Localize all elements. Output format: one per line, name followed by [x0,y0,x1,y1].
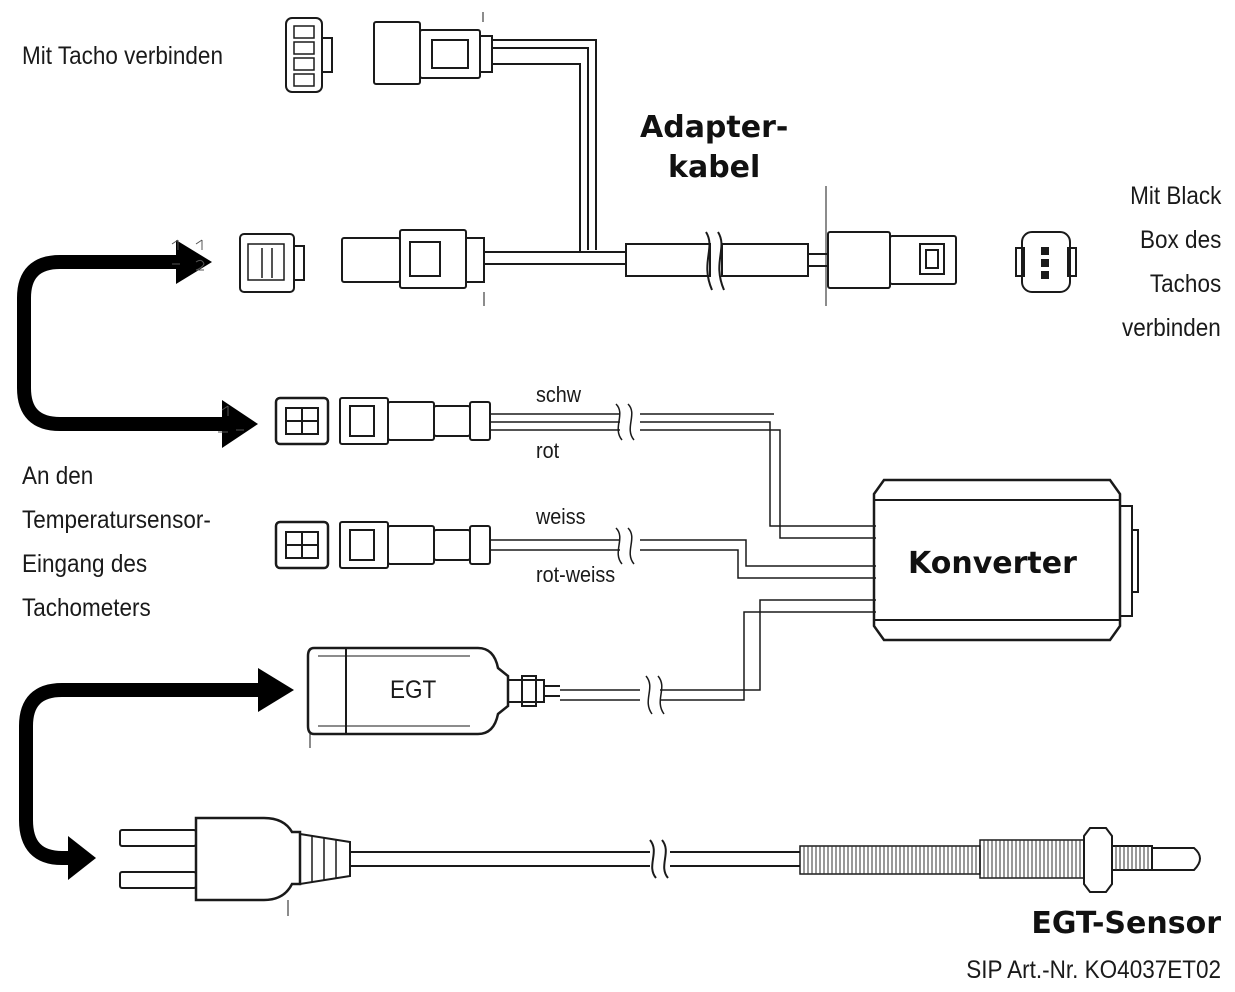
adapter-top-connector-icon [373,12,493,85]
adapter-left-connector-icon [341,229,485,306]
temp-input-label-line-4: Tachometers [22,594,151,622]
blackbox-plug-icon [1015,231,1077,293]
blackbox-label-line-1: Mit Black [1129,182,1221,210]
egt-module-label: EGT [390,676,437,704]
blackbox-label-line-4: verbinden [1122,314,1221,342]
converter-box-icon [872,478,1139,642]
pin-marks [171,239,244,433]
wire-label-black: schw [536,382,582,407]
egt-sensor-label: EGT-Sensor [1031,906,1221,941]
temp-connector-1-icon [274,396,491,446]
converter-label: Konverter [908,546,1077,581]
article-number-label: SIP Art.-Nr. KO4037ET02 [966,956,1221,984]
adapter-label-line-2: kabel [668,150,761,185]
wire-label-red: rot [536,438,560,463]
adapter-right-connector-icon [825,186,957,306]
adapter-plug-icon [239,233,305,293]
sensor-sleeve-pattern [803,840,1149,878]
temp-input-label-line-1: An den [22,462,94,490]
temp-connector-2-icon [274,520,491,570]
temp-input-label-line-2: Temperatursensor- [22,506,211,534]
tacho-plug-icon [285,17,333,93]
temp-input-label-line-3: Eingang des [22,550,148,578]
wire-label-white: weiss [536,504,586,529]
arrow-egt-to-sensor-icon [19,668,294,880]
wire-label-red-white: rot-weiss [536,562,616,587]
egt-sensor-icon [119,816,1201,916]
blackbox-label-line-3: Tachos [1149,270,1221,298]
tacho-connect-label: Mit Tacho verbinden [22,42,223,70]
adapter-label-line-1: Adapter- [640,110,789,145]
arrow-tacho-to-temp-icon [17,240,258,448]
blackbox-label-line-2: Box des [1139,226,1221,254]
egt-module-icon [306,646,560,748]
